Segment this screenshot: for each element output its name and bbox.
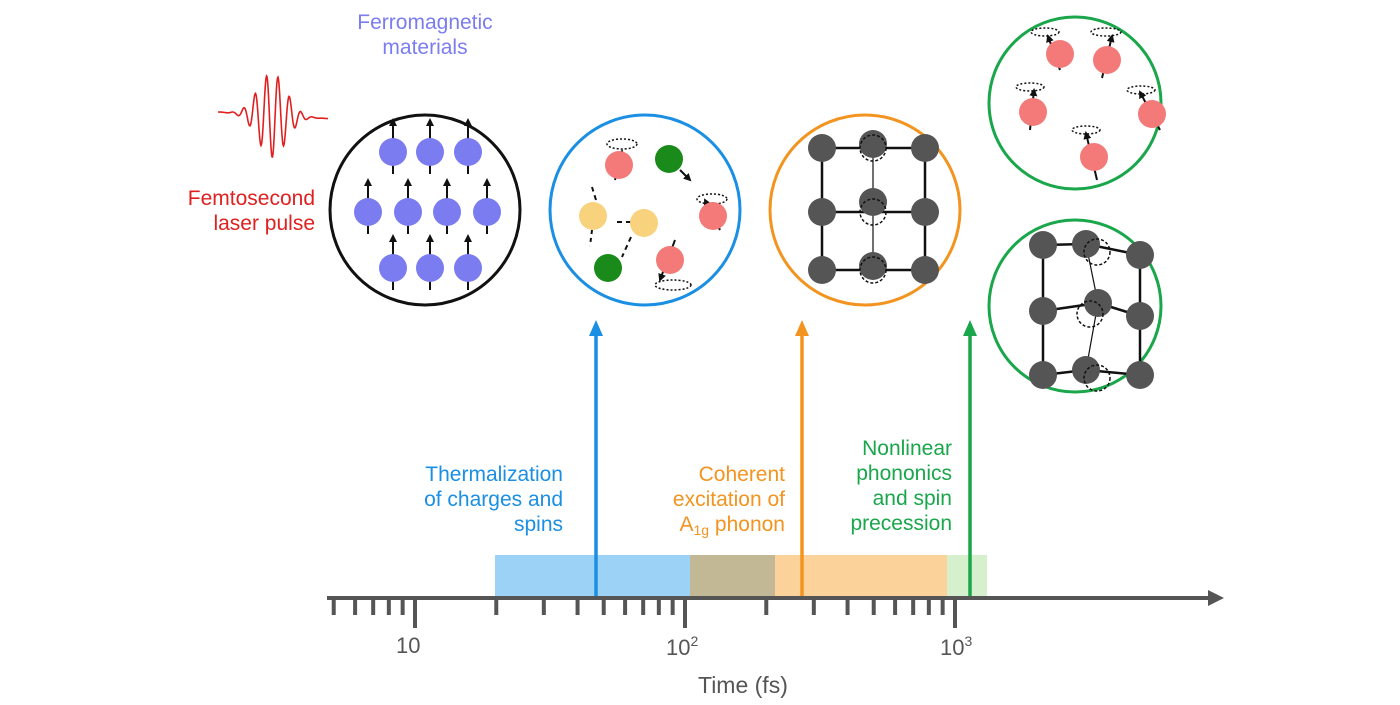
ferromagnetic-line-1: Ferromagnetic — [357, 11, 493, 34]
ferromagnetic-atom — [379, 138, 407, 166]
spin-arrowhead — [464, 118, 472, 126]
distorted-lattice-atoms — [1029, 230, 1154, 392]
a1g-subscript: 1g — [693, 522, 710, 538]
thermalization-line-3: spins — [513, 513, 563, 536]
nonlinear-line-4: precession — [850, 512, 952, 535]
thermalization-circle — [548, 113, 742, 307]
coherent-label: Coherent excitation of A1g phonon — [625, 462, 785, 543]
axis-ticks — [331, 598, 957, 628]
ferromagnetic-atom — [433, 198, 461, 226]
process-bands — [495, 555, 987, 597]
overlap-band — [690, 555, 775, 597]
a1g-symbol: A — [679, 513, 694, 536]
laser-pulse-wave-icon — [218, 74, 328, 158]
phonon-atoms — [808, 130, 939, 284]
coherent-line-3: A1g phonon — [625, 512, 785, 543]
a1g-phonon-circle — [768, 113, 962, 307]
charge-spin-interactions — [579, 138, 728, 291]
coherent-line-2: excitation of — [672, 488, 785, 511]
tick-label-10: 10 — [396, 633, 421, 658]
spin-arrowhead — [426, 234, 434, 242]
tick-label-100: 102 — [666, 633, 698, 661]
spin-arrowhead — [404, 178, 412, 186]
nonlinear-band — [947, 555, 987, 597]
tick-1000-base: 10 — [940, 635, 965, 660]
ferromagnetic-label: Ferromagnetic materials — [345, 10, 505, 60]
ferromagnetic-line-2: materials — [382, 36, 468, 59]
tick-label-1000: 103 — [940, 633, 972, 661]
ferromagnetic-atom — [454, 254, 482, 282]
phonon-word: phonon — [709, 513, 785, 536]
ferromagnetic-atom — [379, 254, 407, 282]
thermalization-label: Thermalization of charges and spins — [395, 462, 563, 537]
ferromagnetic-atom — [394, 198, 422, 226]
time-axis — [327, 590, 1224, 628]
ferromagnetic-atom — [416, 254, 444, 282]
ferromagnetic-circle — [328, 113, 522, 307]
spin-arrowhead — [389, 118, 397, 126]
coherent-line-1: Coherent — [698, 463, 785, 486]
tick-100-exponent: 2 — [690, 633, 699, 649]
ferromagnetic-spin-atoms — [354, 118, 501, 290]
femtosecond-line-1: Femtosecond — [187, 187, 315, 210]
spin-arrowhead — [464, 234, 472, 242]
event-arrows — [589, 320, 977, 598]
spin-arrowhead — [483, 178, 491, 186]
femtosecond-line-2: laser pulse — [213, 212, 315, 235]
nonlinear-line-3: and spin — [872, 487, 952, 510]
thermalization-band — [495, 555, 690, 597]
axis-title: Time (fs) — [698, 672, 788, 698]
nonlinear-line-1: Nonlinear — [862, 437, 952, 460]
spin-arrowhead — [364, 178, 372, 186]
thermalization-line-1: Thermalization — [425, 463, 563, 486]
tick-1000-exponent: 3 — [964, 633, 973, 649]
tick-100-base: 10 — [666, 635, 691, 660]
spin-arrowhead — [426, 118, 434, 126]
thermalization-line-2: of charges and — [424, 488, 563, 511]
nonlinear-label: Nonlinear phononics and spin precession — [800, 436, 952, 536]
ferromagnetic-atom — [354, 198, 382, 226]
ferromagnetic-atom — [416, 138, 444, 166]
ferromagnetic-atom — [473, 198, 501, 226]
precessing-spins — [1015, 27, 1166, 181]
spin-precession-circle — [987, 15, 1166, 191]
nonlinear-line-2: phononics — [856, 462, 952, 485]
femtosecond-label: Femtosecond laser pulse — [150, 186, 315, 236]
spin-arrowhead — [389, 234, 397, 242]
spin-arrowhead — [443, 178, 451, 186]
nonlinear-phonon-circle — [987, 218, 1163, 394]
ferromagnetic-atom — [454, 138, 482, 166]
